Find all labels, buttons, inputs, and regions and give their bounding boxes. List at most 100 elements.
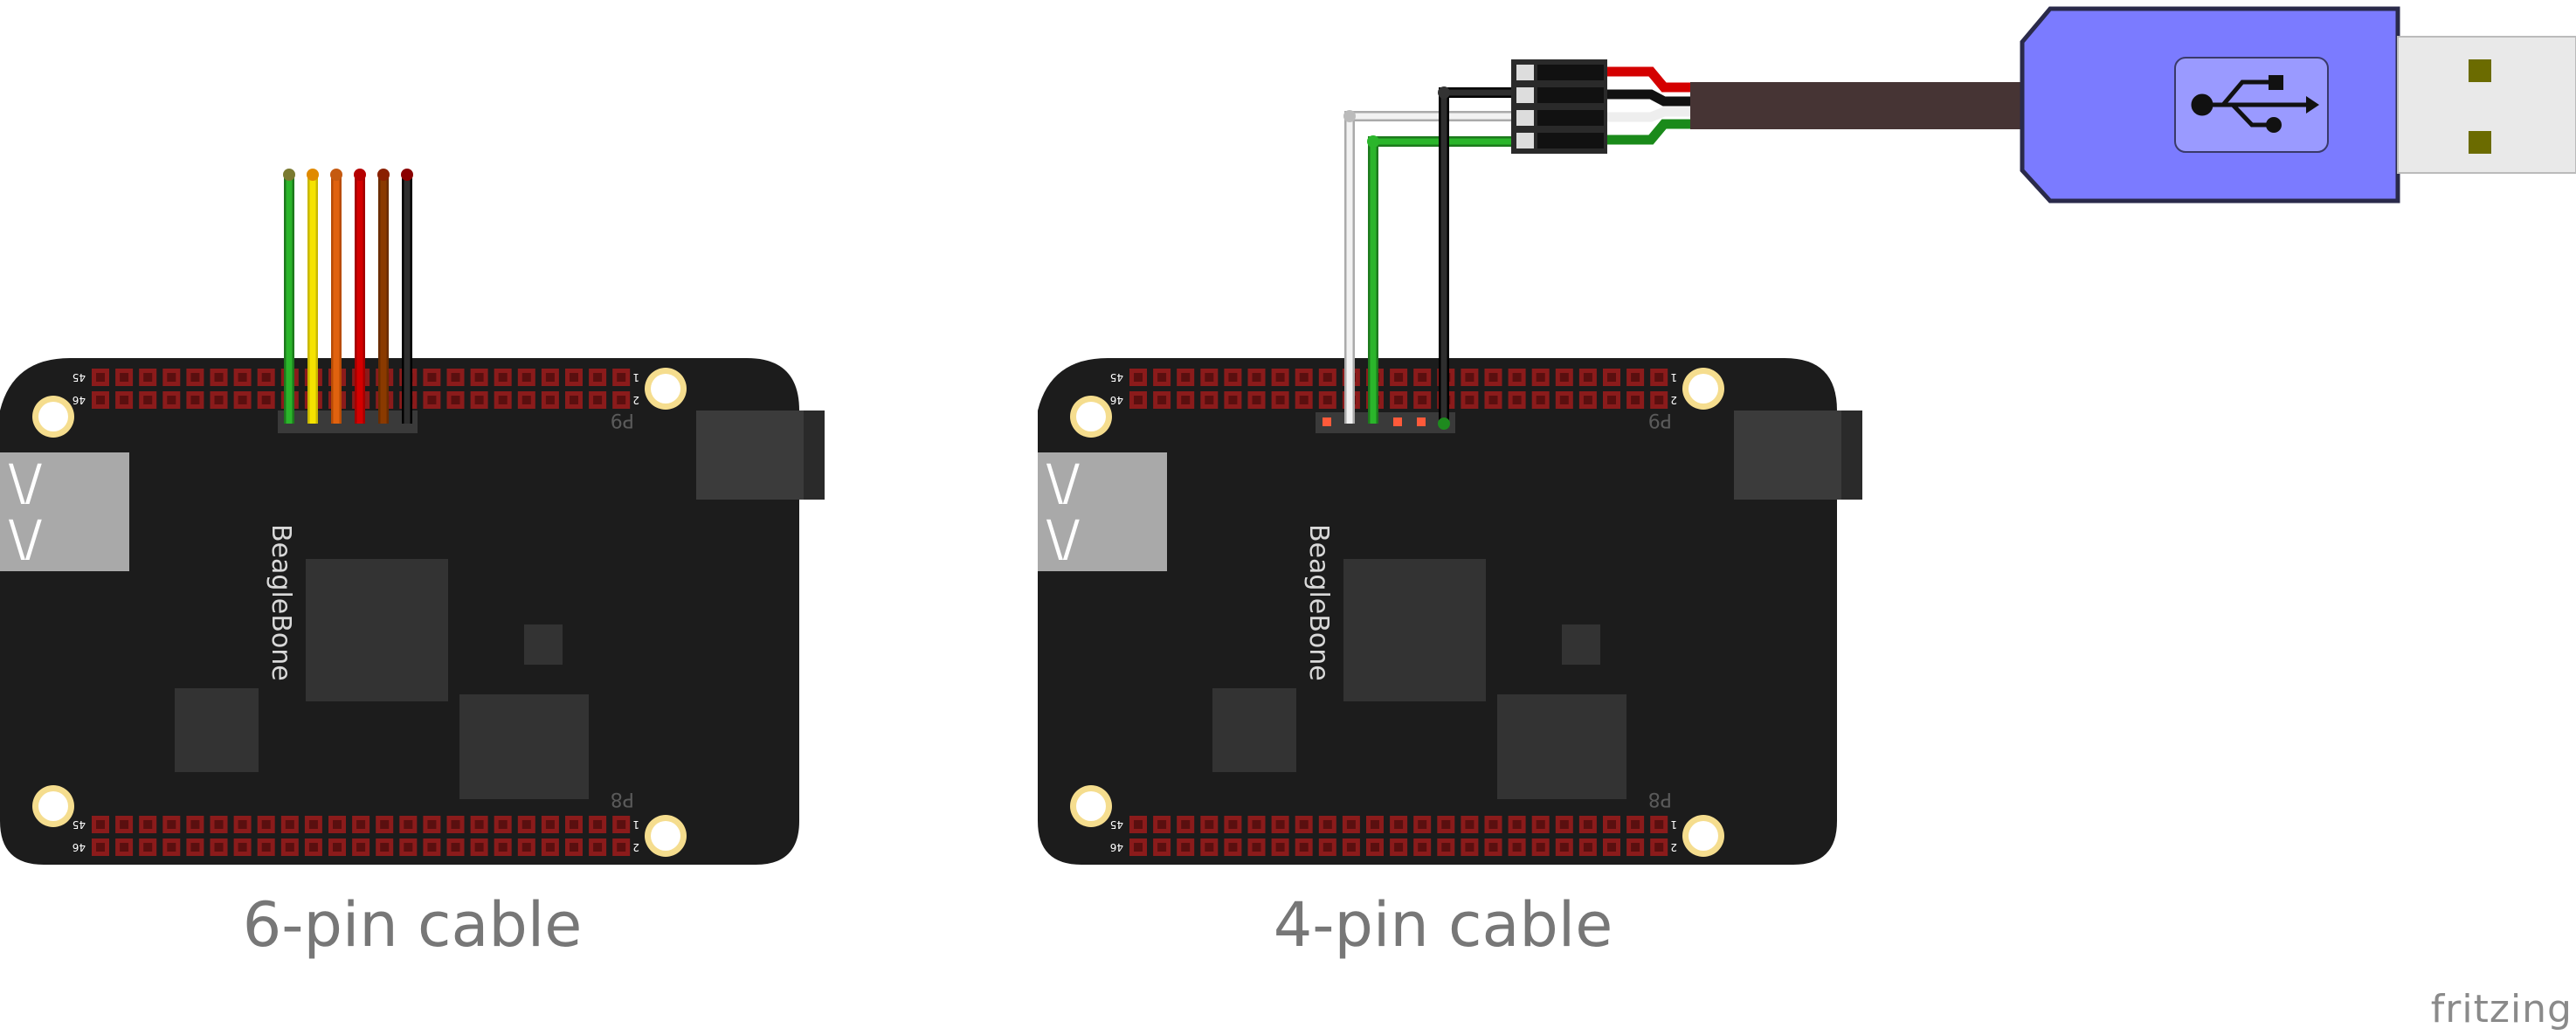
header-pin-hole — [214, 373, 224, 382]
header-pin-hole — [451, 373, 460, 382]
header-pin-hole — [143, 820, 153, 829]
header-pin-hole — [498, 396, 508, 404]
chip — [459, 694, 589, 799]
power-jack — [1734, 411, 1847, 500]
header-pin-hole — [498, 373, 508, 382]
header-pin-hole — [1631, 820, 1640, 829]
header-pin-hole — [1134, 373, 1143, 382]
header-pin-hole — [1346, 820, 1356, 829]
header-pin-hole — [380, 843, 390, 852]
header-pin-hole — [593, 820, 603, 829]
mount-hole-inner — [1076, 791, 1106, 821]
p9-pin-label: 1 — [1670, 371, 1677, 383]
p8-header-name: P8 — [611, 788, 634, 810]
p8-pin-label: 45 — [73, 818, 86, 831]
header-pin-hole — [1252, 843, 1261, 852]
dupont-body — [1537, 65, 1604, 80]
p9-header-name: P9 — [1648, 409, 1672, 431]
ethernet-latch-icon: \/ — [1046, 511, 1080, 568]
pin-highlight — [1323, 417, 1331, 426]
header-pin-hole — [1252, 373, 1261, 382]
header-pin-hole — [427, 373, 437, 382]
header-pin-hole — [1394, 820, 1404, 829]
header-pin-hole — [190, 373, 200, 382]
header-pin-hole — [1559, 820, 1569, 829]
header-pin-hole — [617, 373, 626, 382]
header-pin-hole — [261, 843, 271, 852]
dupont-body — [1537, 87, 1604, 103]
header-pin-hole — [96, 820, 105, 829]
header-pin-hole — [521, 373, 531, 382]
header-pin-hole — [143, 843, 153, 852]
wire-end — [1438, 417, 1450, 430]
header-pin-hole — [1181, 820, 1191, 829]
header-pin-hole — [1157, 396, 1167, 404]
header-p8 — [92, 816, 631, 856]
header-pin-hole — [545, 396, 555, 404]
ethernet-jack — [0, 452, 129, 571]
usb-icon — [2191, 75, 2319, 133]
header-pin-hole — [570, 373, 578, 382]
dupont-pin — [1516, 133, 1534, 148]
header-pin-hole — [1488, 373, 1498, 382]
header-pin-hole — [1488, 820, 1498, 829]
header-pin-hole — [1536, 373, 1545, 382]
header-pin-hole — [474, 820, 484, 829]
header-pin-hole — [1157, 373, 1167, 382]
p8-pin-label: 1 — [632, 818, 639, 831]
header-pin-hole — [593, 843, 603, 852]
p8-pin-label: 46 — [73, 841, 86, 853]
header-pin-hole — [593, 396, 603, 404]
wire-end — [354, 169, 366, 181]
header-pin-hole — [1157, 843, 1167, 852]
header-pin-hole — [1275, 373, 1285, 382]
mount-hole-inner — [38, 791, 68, 821]
header-pin-hole — [1228, 396, 1238, 404]
header-pin-hole — [380, 820, 390, 829]
header-pin-hole — [1465, 373, 1474, 382]
header-pin-hole — [617, 820, 626, 829]
header-pin-hole — [1465, 396, 1474, 404]
header-pin-hole — [1631, 373, 1640, 382]
header-pin-hole — [521, 396, 531, 404]
header-pin-hole — [617, 843, 626, 852]
header-pin-hole — [167, 373, 176, 382]
header-pin-hole — [1512, 843, 1522, 852]
header-pin-hole — [1134, 396, 1143, 404]
header-pin-hole — [143, 396, 153, 404]
header-pin-hole — [1488, 843, 1498, 852]
header-pin-hole — [570, 843, 578, 852]
header-pin-hole — [333, 843, 342, 852]
wire-bend — [1438, 86, 1450, 99]
header-pin-hole — [404, 843, 413, 852]
p9-pin-label: 1 — [632, 371, 639, 383]
header-pin-hole — [1465, 843, 1474, 852]
header-pin-hole — [1418, 373, 1427, 382]
header-pin-hole — [1205, 843, 1214, 852]
header-pin-hole — [261, 373, 271, 382]
header-pin-hole — [427, 396, 437, 404]
header-pin-hole — [545, 820, 555, 829]
header-pin-hole — [120, 396, 129, 404]
wire-end — [330, 169, 342, 181]
header-pin-hole — [238, 843, 247, 852]
header-pin-hole — [1488, 396, 1498, 404]
header-pin-hole — [190, 820, 200, 829]
header-pin-hole — [1631, 396, 1640, 404]
header-pin-hole — [1583, 820, 1592, 829]
header-pin-hole — [1134, 843, 1143, 852]
header-pin-hole — [617, 396, 626, 404]
header-pin-hole — [1299, 820, 1309, 829]
header-pin-hole — [1181, 843, 1191, 852]
header-pin-hole — [1394, 843, 1404, 852]
header-pin-hole — [427, 843, 437, 852]
header-pin-hole — [1181, 373, 1191, 382]
caption-6pin: 6-pin cable — [243, 889, 583, 961]
header-pin-hole — [167, 820, 176, 829]
header-pin-hole — [238, 820, 247, 829]
header-pin-hole — [1607, 373, 1616, 382]
wire-end — [283, 169, 295, 181]
header-pin-hole — [474, 396, 484, 404]
header-pin-hole — [1441, 820, 1451, 829]
header-pin-hole — [1512, 396, 1522, 404]
